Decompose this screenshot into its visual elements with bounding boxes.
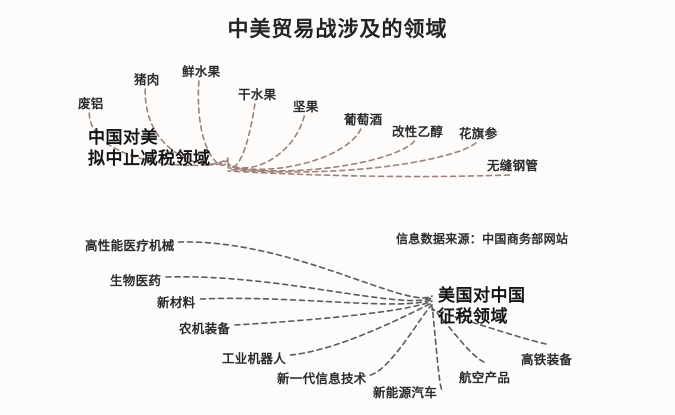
edge-path <box>234 300 433 326</box>
edge-path <box>369 303 433 376</box>
hub-china-label: 中国对美 拟中止减税领域 <box>88 128 211 170</box>
edge-path <box>227 170 511 178</box>
node-label[interactable]: 坚果 <box>293 99 319 114</box>
node-label[interactable]: 高性能医疗机械 <box>85 238 175 253</box>
edge-path <box>165 275 433 302</box>
node-label[interactable]: 花旗参 <box>459 126 498 141</box>
page-title: 中美贸易战涉及的领域 <box>227 17 448 41</box>
edge-path <box>199 297 433 305</box>
node-label[interactable]: 航空产品 <box>459 370 511 385</box>
node-label[interactable]: 改性乙醇 <box>392 124 444 139</box>
hub-usa-line2: 征税领域 <box>438 307 508 327</box>
node-label[interactable]: 农机装备 <box>179 321 231 336</box>
hub-china-line1: 中国对美 <box>88 128 158 148</box>
node-label[interactable]: 新一代信息技术 <box>277 371 367 386</box>
node-label[interactable]: 葡萄酒 <box>344 112 383 127</box>
node-label[interactable]: 猪肉 <box>134 72 160 87</box>
edge-path <box>289 302 433 356</box>
node-label[interactable]: 高铁装备 <box>521 352 573 367</box>
node-label[interactable]: 干水果 <box>238 87 277 102</box>
edge-path <box>177 241 433 299</box>
node-label[interactable]: 废铝 <box>78 96 104 111</box>
hub-usa-line1: 美国对中国 <box>438 286 526 306</box>
node-label[interactable]: 生物医药 <box>110 273 162 288</box>
node-label[interactable]: 鲜水果 <box>182 64 221 79</box>
edge-path <box>227 103 256 168</box>
edge-path <box>227 140 416 172</box>
edge-path <box>227 115 306 169</box>
edge-path <box>227 128 362 171</box>
node-label[interactable]: 新能源汽车 <box>373 385 438 400</box>
node-label[interactable]: 工业机器人 <box>222 351 287 366</box>
source-note: 信息数据来源：中国商务部网站 <box>396 232 569 246</box>
node-label[interactable]: 新材料 <box>157 295 196 310</box>
hub-usa-label: 美国对中国 征税领域 <box>438 286 526 328</box>
edge-path <box>227 142 477 173</box>
node-label[interactable]: 无缝钢管 <box>487 158 539 173</box>
hub-china-line2: 拟中止减税领域 <box>88 149 211 169</box>
